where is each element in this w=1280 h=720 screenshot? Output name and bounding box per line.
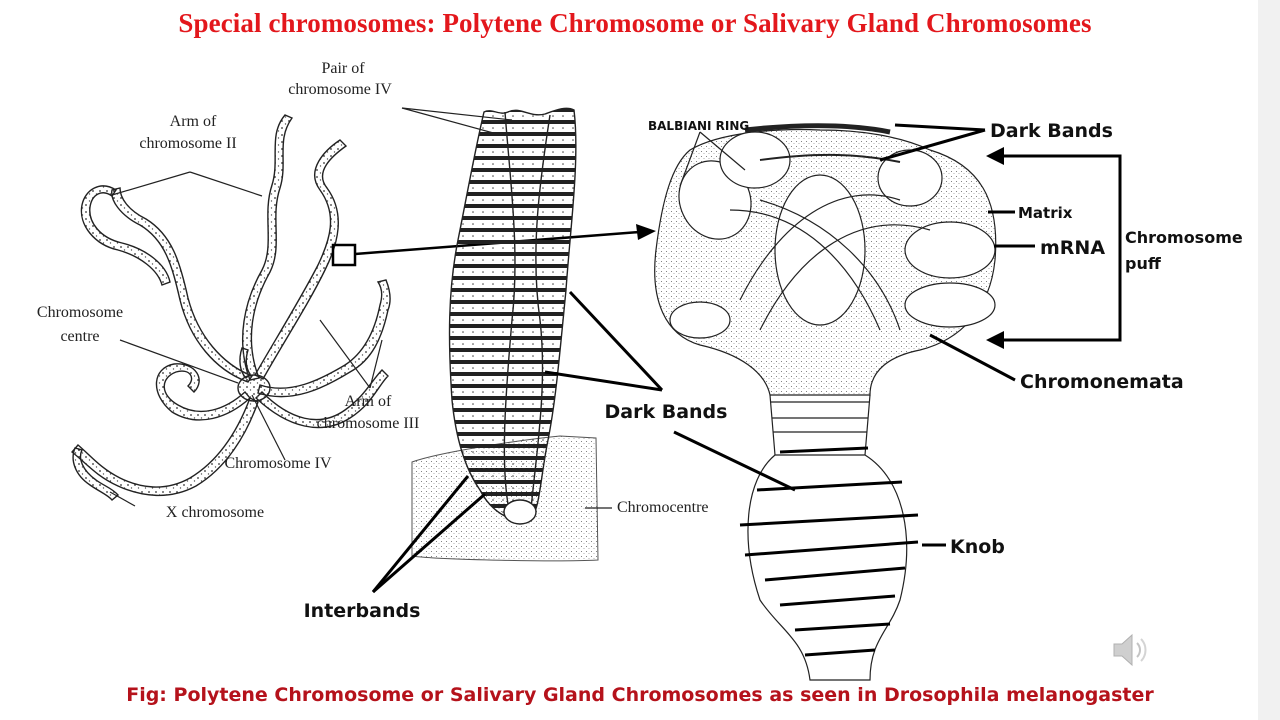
arm-chromosome-ii xyxy=(241,114,294,381)
label-pair-iv-line1: Pair of xyxy=(321,60,365,77)
label-chromosome-iv: Chromosome IV xyxy=(224,455,332,472)
label-mrna: mRNA xyxy=(1040,237,1105,259)
zoom-box xyxy=(331,243,357,267)
middle-leader-lines xyxy=(371,290,664,594)
zoom-arrow-head xyxy=(636,224,656,240)
arm-chromosome-ii-right xyxy=(254,139,348,380)
label-dark-bands-right: Dark Bands xyxy=(990,120,1113,142)
arm-left-top xyxy=(111,187,254,383)
slide-title: Special chromosomes: Polytene Chromosome… xyxy=(178,8,1092,38)
speaker-icon[interactable] xyxy=(1110,632,1150,668)
figure-caption: Fig: Polytene Chromosome or Salivary Gla… xyxy=(126,684,1154,706)
label-centre-line2: centre xyxy=(60,328,99,345)
label-chromonemata: Chromonemata xyxy=(1020,371,1184,393)
puff-bracket xyxy=(1000,154,1122,342)
label-arm-ii-line1: Arm of xyxy=(170,113,217,130)
arm-left-loop xyxy=(80,185,171,286)
knob-bands xyxy=(739,446,919,657)
x-chromosome-tail xyxy=(70,397,259,497)
label-chromosome-puff-line2: puff xyxy=(1125,254,1162,273)
label-interbands: Interbands xyxy=(304,600,421,622)
label-knob: Knob xyxy=(950,536,1005,558)
puff-arrow-top xyxy=(986,147,1004,165)
x-chromosome xyxy=(155,363,251,421)
slide-edge xyxy=(1258,0,1280,720)
label-dark-bands-middle: Dark Bands xyxy=(605,401,728,423)
chromosome-centre xyxy=(237,374,271,402)
right-leader-lines xyxy=(673,123,1035,547)
label-arm-iii-line2: chromosome III xyxy=(317,415,420,432)
banded-chromosome xyxy=(448,107,577,525)
label-pair-iv-line2: chromosome IV xyxy=(288,81,392,98)
puff-arrow-bottom xyxy=(986,331,1004,349)
puff-detail xyxy=(654,123,997,681)
label-x-chromosome: X chromosome xyxy=(166,504,264,521)
arm-chromosome-iii xyxy=(257,279,391,398)
label-balbiani-ring: BALBIANI RING xyxy=(648,119,749,133)
arm-chromosome-iii-b xyxy=(254,369,389,429)
chromosome-iv-small xyxy=(239,347,251,379)
balbiani-leader-lines xyxy=(679,131,746,187)
x-chromosome-end xyxy=(72,447,119,501)
label-arm-iii-line1: Arm of xyxy=(345,393,392,410)
label-centre-line1: Chromosome xyxy=(37,304,123,321)
label-matrix: Matrix xyxy=(1018,204,1073,222)
chromosome-squash-drawing xyxy=(70,114,391,501)
label-chromocentre: Chromocentre xyxy=(617,499,709,516)
left-leader-lines xyxy=(109,107,513,507)
label-chromosome-puff-line1: Chromosome xyxy=(1125,228,1243,247)
label-arm-ii-line2: chromosome II xyxy=(139,135,236,152)
